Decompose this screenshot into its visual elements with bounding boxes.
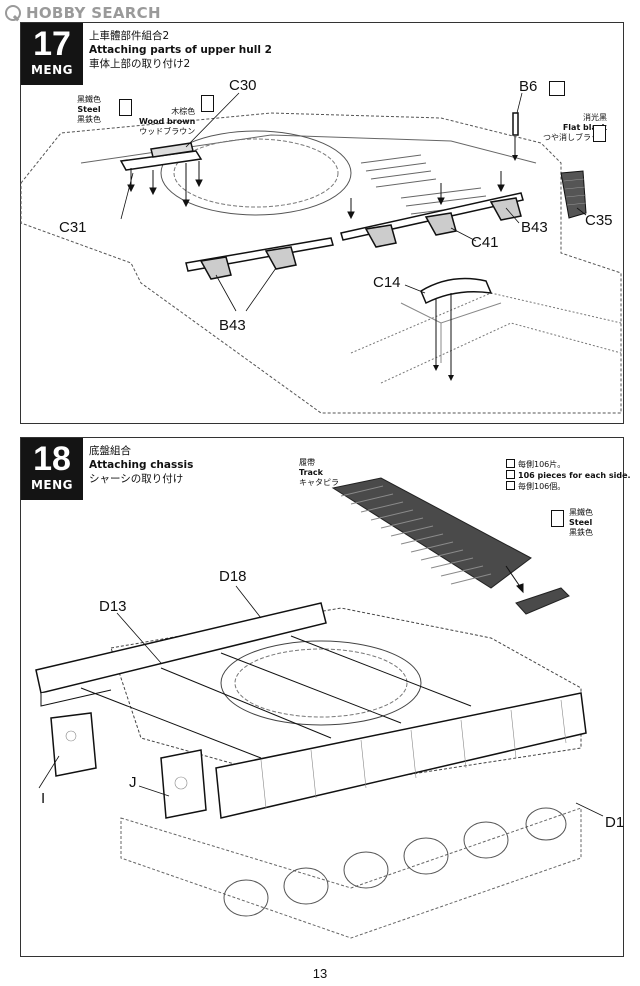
upper-hull-drawing	[20, 92, 622, 414]
quantity-flag-icon	[506, 459, 515, 468]
step-18-header: 底盤組合 Attaching chassis シャーシの取り付け	[89, 444, 193, 486]
paint-flat-black-zh: 消光黑	[583, 113, 607, 122]
step-17-number: 17	[33, 25, 71, 63]
part-label-c35: C35	[585, 212, 613, 229]
flip-part-icon	[549, 81, 565, 96]
chassis-drawing	[35, 477, 604, 939]
part-label-b43: B43	[219, 317, 246, 334]
step-18-brand: MENG	[30, 478, 74, 492]
step-17-badge: 17 MENG	[21, 23, 83, 85]
part-label-j: J	[129, 774, 137, 791]
track-en: Track	[299, 468, 323, 477]
track-zh: 履帶	[299, 458, 315, 467]
step-17-brand: MENG	[30, 63, 74, 77]
step-18-title-en: Attaching chassis	[89, 459, 194, 471]
paint-steel-ja: 黒鉄色	[569, 528, 593, 537]
step-18-title-zh: 底盤組合	[89, 445, 131, 457]
step-18-number: 18	[33, 440, 71, 478]
paint-brush-icon	[593, 125, 606, 142]
quantity-zh: 每側106片。	[518, 460, 566, 469]
track-callout: 履帶 Track キャタピラ	[299, 458, 339, 488]
paint-steel-callout: 黑鐵色 Steel 黒鉄色	[569, 508, 593, 538]
watermark-text: HOBBY SEARCH	[26, 4, 161, 22]
paint-steel-zh: 黑鐵色	[77, 95, 101, 104]
paint-brush-icon	[201, 95, 214, 112]
track-ja: キャタピラ	[299, 478, 339, 487]
step-17-title-zh: 上車體部件組合2	[89, 30, 170, 42]
part-label-c14: C14	[373, 274, 401, 291]
paint-steel-en: Steel	[569, 518, 593, 527]
paint-flat-black-en: Flat black	[562, 123, 607, 132]
paint-flat-black-ja: つや消しブラック	[543, 133, 607, 142]
paint-steel-callout: 黑鐵色 Steel 黒鉄色	[77, 95, 101, 125]
paint-brush-icon	[551, 510, 564, 527]
part-label-b6: B6	[519, 78, 538, 95]
part-label-d18: D18	[219, 568, 247, 585]
quantity-ja: 毎側106個。	[518, 482, 566, 491]
paint-wood-brown-zh: 木棕色	[171, 107, 196, 116]
part-label-c31: C31	[59, 219, 87, 236]
part-label-d13: D13	[99, 598, 127, 615]
step-18-badge: 18 MENG	[21, 438, 83, 500]
step-18-panel: 18 MENG 底盤組合 Attaching chassis シャーシの取り付け…	[20, 437, 631, 957]
part-label-d1: D1	[605, 814, 625, 831]
step-17-title-en: Attaching parts of upper hull 2	[89, 44, 272, 56]
paint-wood-brown-callout: 木棕色 Wood brown ウッドブラウン	[139, 107, 195, 137]
quantity-flag-icon	[506, 481, 515, 490]
paint-wood-brown-ja: ウッドブラウン	[139, 127, 196, 136]
part-label-i: I	[41, 790, 46, 807]
step-17-title-ja: 車体上部の取り付け2	[89, 58, 191, 70]
paint-steel-zh: 黑鐵色	[569, 508, 593, 517]
watermark: HOBBY SEARCH	[4, 4, 161, 22]
paint-brush-icon	[119, 99, 132, 116]
part-label-c41: C41	[471, 234, 499, 251]
quantity-en: 106 pieces for each side.	[518, 471, 631, 480]
part-label-c30: C30	[229, 77, 257, 94]
page-number: 13	[312, 966, 328, 981]
track-quantity-note: 每側106片。 106 pieces for each side. 毎側106個…	[506, 459, 631, 492]
step-17-panel: 17 MENG 上車體部件組合2 Attaching parts of uppe…	[20, 22, 624, 424]
paint-steel-ja: 黒鉄色	[77, 115, 101, 124]
step-18-title-ja: シャーシの取り付け	[89, 473, 184, 485]
hobby-search-logo-icon	[5, 5, 21, 22]
paint-steel-en: Steel	[77, 105, 101, 114]
paint-flat-black-callout: 消光黑 Flat black つや消しブラック	[543, 113, 607, 143]
quantity-flag-icon	[506, 470, 515, 479]
paint-wood-brown-en: Wood brown	[139, 117, 196, 126]
part-label-b43-right: B43	[521, 219, 548, 236]
step-17-header: 上車體部件組合2 Attaching parts of upper hull 2…	[89, 29, 272, 71]
